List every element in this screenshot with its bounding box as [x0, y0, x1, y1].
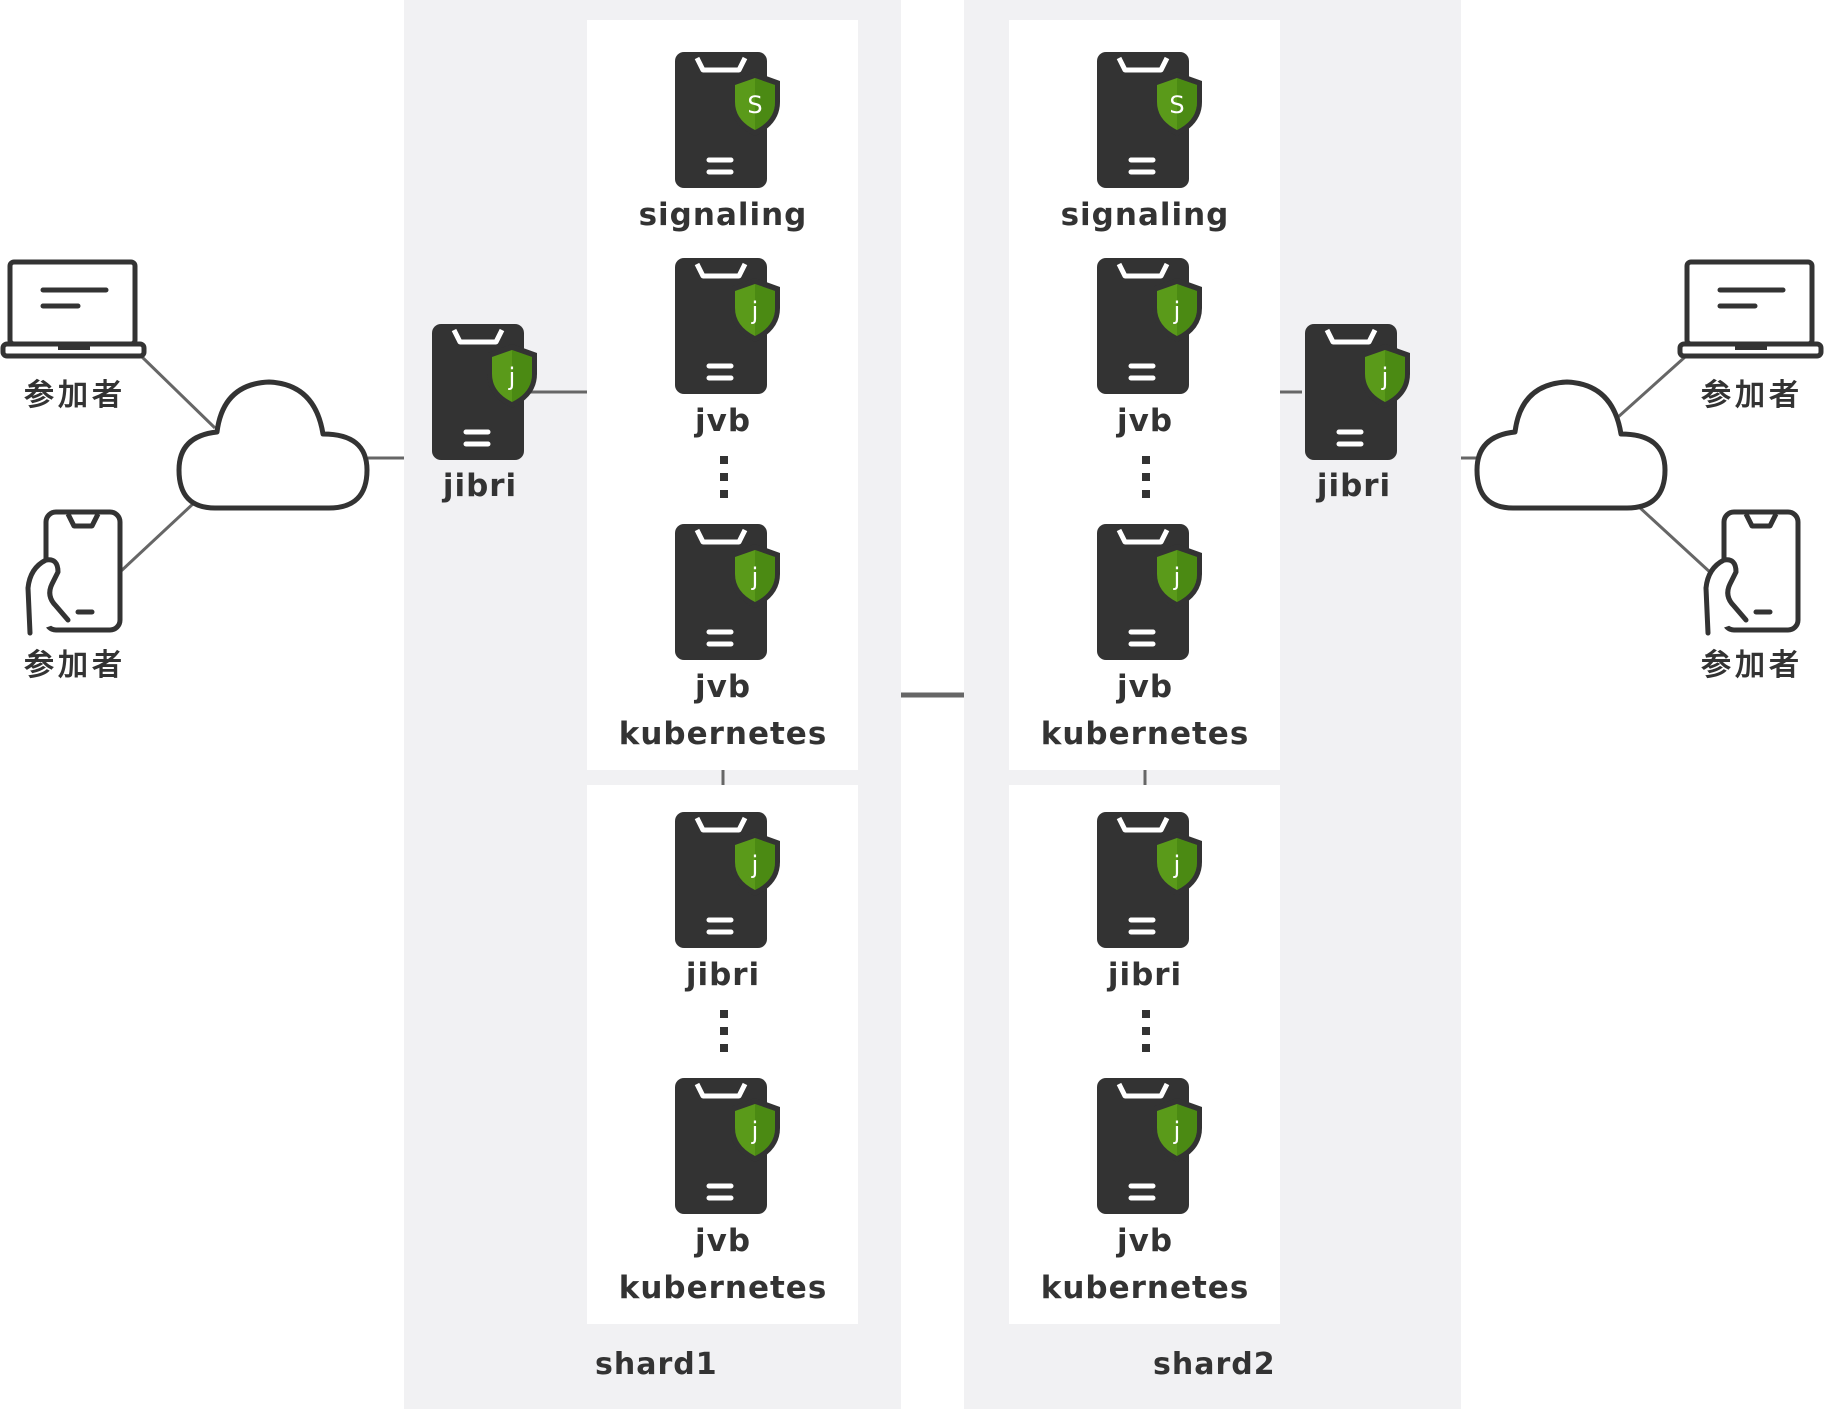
signaling-label-shard2: signaling [1060, 197, 1230, 233]
server-device-icon: j [1097, 1078, 1202, 1214]
server-device-icon: j [1097, 524, 1202, 660]
shield-badge-icon [730, 1098, 780, 1162]
jibri-device-shard2-outer: j [1303, 322, 1413, 462]
server-device-icon: S [675, 52, 780, 188]
server-device-icon: S [1097, 52, 1202, 188]
shield-badge-icon [1152, 832, 1202, 896]
line-phone-left-to-cloud [118, 500, 197, 574]
server-device-icon: j [675, 812, 780, 948]
shield-badge-icon [1152, 72, 1202, 136]
jvb-label-shard2-c: jvb [1116, 1223, 1174, 1259]
jvb-device-shard1-a: j [673, 256, 783, 396]
shield-badge-icon [1152, 544, 1202, 608]
laptop-icon [1677, 259, 1824, 359]
ellipsis-dots [1142, 456, 1150, 507]
jvb-label-shard1-c: jvb [694, 1223, 752, 1259]
shield-badge-letter: j [751, 1117, 759, 1145]
jvb-device-shard2-b: j [1095, 522, 1205, 662]
shield-badge-icon [487, 344, 537, 408]
jibri-label-shard1-inner: jibri [685, 957, 761, 993]
line-cloud-right-to-laptop [1615, 355, 1687, 420]
shield-badge-icon [730, 544, 780, 608]
participant-label-phone-left: 参加者 [24, 648, 126, 683]
jibri-label-shard1-outer: jibri [442, 468, 518, 504]
jvb-device-shard1-b: j [673, 522, 783, 662]
participant-label-laptop-left: 参加者 [24, 378, 126, 413]
shield-badge-letter: j [1173, 1117, 1181, 1145]
jibri-device-shard2-inner: j [1095, 810, 1205, 950]
smartphone-in-hand-icon [25, 509, 123, 636]
kubernetes-label-shard1-b: kubernetes [618, 1270, 828, 1306]
line-cloud-right-to-phone [1636, 504, 1714, 576]
shield-badge-letter: j [508, 363, 516, 391]
jvb-device-shard2-a: j [1095, 256, 1205, 396]
jibri-label-shard2-inner: jibri [1107, 957, 1183, 993]
laptop-icon [0, 259, 147, 359]
signaling-device-shard1: S [673, 50, 783, 190]
cloud-icon [1474, 379, 1668, 511]
jvb-device-shard2-c: j [1095, 1076, 1205, 1216]
jvb-label-shard1-b: jvb [694, 669, 752, 705]
line-laptop-left-to-cloud [138, 353, 217, 430]
ellipsis-dots [720, 1010, 728, 1061]
smartphone-in-hand-icon [1703, 509, 1801, 636]
cloud-icon [176, 379, 370, 511]
jibri-device-shard1-outer: j [430, 322, 540, 462]
participant-label-phone-right: 参加者 [1701, 648, 1803, 683]
server-device-icon: j [1097, 812, 1202, 948]
shield-badge-letter: j [1381, 363, 1389, 391]
server-device-icon: j [675, 258, 780, 394]
jibri-device-shard1-inner: j [673, 810, 783, 950]
kubernetes-label-shard1-a: kubernetes [618, 716, 828, 752]
shield-badge-letter: j [1173, 851, 1181, 879]
kubernetes-label-shard2-a: kubernetes [1040, 716, 1250, 752]
shield-badge-icon [730, 832, 780, 896]
jvb-label-shard2-a: jvb [1116, 403, 1174, 439]
jvb-label-shard2-b: jvb [1116, 669, 1174, 705]
shield-badge-letter: j [751, 563, 759, 591]
signaling-label-shard1: signaling [638, 197, 808, 233]
server-device-icon: j [432, 324, 537, 460]
shard2-label: shard2 [1153, 1347, 1276, 1382]
shield-badge-letter: j [751, 851, 759, 879]
ellipsis-dots [720, 456, 728, 507]
server-device-icon: j [675, 524, 780, 660]
jvb-device-shard1-c: j [673, 1076, 783, 1216]
server-device-icon: j [1097, 258, 1202, 394]
participant-label-laptop-right: 参加者 [1701, 378, 1803, 413]
shield-badge-icon [1152, 278, 1202, 342]
shield-badge-letter: j [751, 297, 759, 325]
ellipsis-dots [1142, 1010, 1150, 1061]
shield-badge-letter: S [747, 91, 762, 119]
shield-badge-letter: S [1169, 91, 1184, 119]
signaling-device-shard2: S [1095, 50, 1205, 190]
shield-badge-icon [730, 72, 780, 136]
shard1-label: shard1 [595, 1347, 718, 1382]
jibri-label-shard2-outer: jibri [1316, 468, 1392, 504]
shield-badge-icon [1152, 1098, 1202, 1162]
shield-badge-icon [1360, 344, 1410, 408]
shield-badge-icon [730, 278, 780, 342]
server-device-icon: j [1305, 324, 1410, 460]
server-device-icon: j [675, 1078, 780, 1214]
shield-badge-letter: j [1173, 563, 1181, 591]
shield-badge-letter: j [1173, 297, 1181, 325]
jvb-label-shard1-a: jvb [694, 403, 752, 439]
kubernetes-label-shard2-b: kubernetes [1040, 1270, 1250, 1306]
